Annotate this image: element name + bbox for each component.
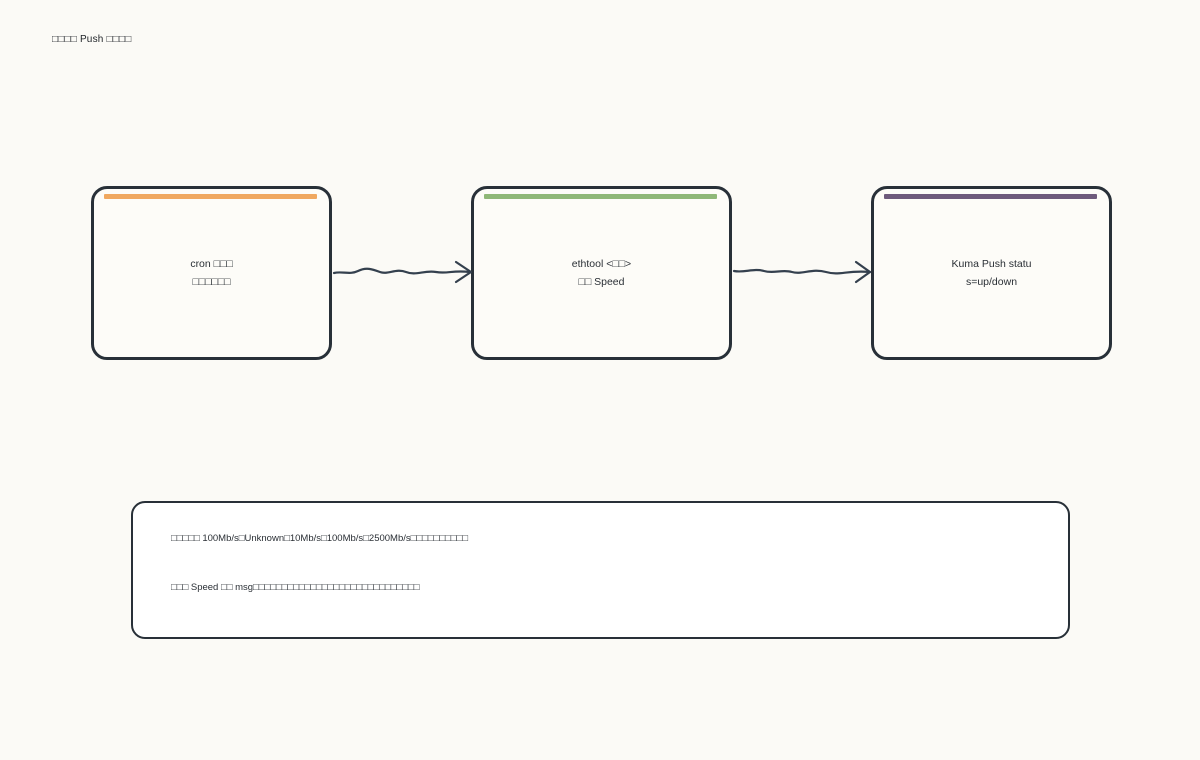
notes-box: □□□□□ 100Mb/s□Unknown□10Mb/s□100Mb/s□250…	[131, 501, 1070, 639]
arrow-ethtool-to-kuma	[732, 268, 872, 275]
arrow-head-ethtool	[454, 260, 473, 284]
node-accent-bar	[484, 194, 717, 199]
node-accent-bar	[104, 194, 317, 199]
note-line: □□□□□ 100Mb/s□Unknown□10Mb/s□100Mb/s□250…	[171, 533, 469, 544]
arrow-head-kuma	[854, 260, 872, 284]
node-label: ethtool <□□> □□ Speed	[474, 255, 729, 291]
node-label-line: ethtool <□□>	[571, 258, 632, 270]
node-label-line: Kuma Push status=up/down	[951, 258, 1032, 288]
node-label: cron □□□ □□□□□□	[94, 255, 329, 291]
node-label: Kuma Push status=up/down	[952, 255, 1032, 291]
page-title: □□□□ Push □□□□	[52, 34, 132, 45]
node-ethtool: ethtool <□□> □□ Speed	[471, 186, 732, 360]
node-kuma-push: Kuma Push status=up/down	[871, 186, 1112, 360]
node-label-line: cron □□□	[190, 258, 233, 270]
node-label-line: □□□□□□	[192, 276, 231, 288]
node-cron: cron □□□ □□□□□□	[91, 186, 332, 360]
node-label-line: □□ Speed	[578, 276, 625, 288]
arrow-cron-to-ethtool	[332, 267, 472, 275]
node-accent-bar	[884, 194, 1097, 199]
note-line: □□□ Speed □□ msg□□□□□□□□□□□□□□□□□□□□□□□□…	[171, 582, 420, 593]
